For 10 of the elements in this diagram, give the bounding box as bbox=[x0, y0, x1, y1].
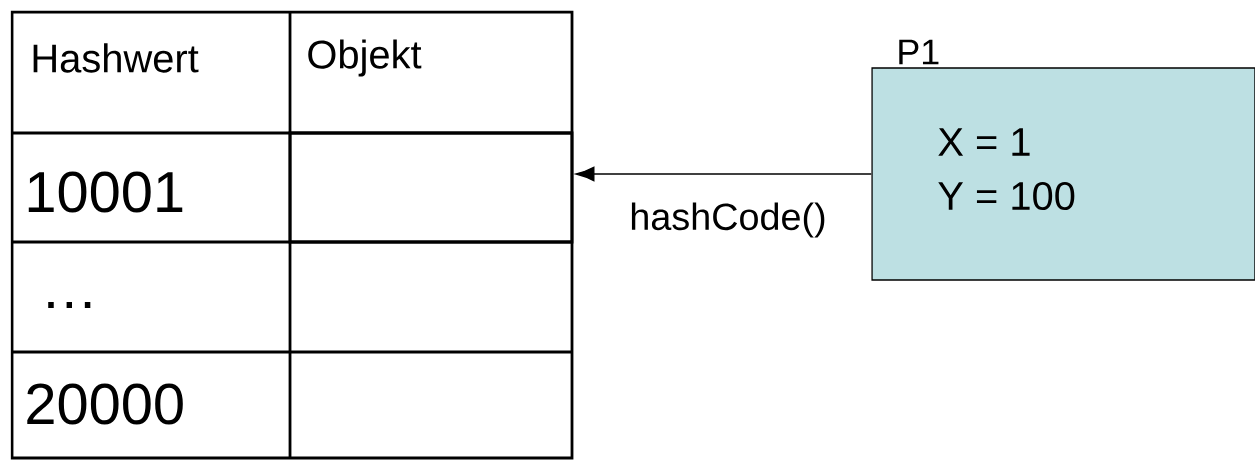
node-label: P1 bbox=[899, 39, 939, 65]
table-cell bbox=[288, 131, 574, 244]
edge-label: hashCode() bbox=[631, 202, 825, 238]
ellipsis: … bbox=[48, 301, 91, 309]
hash-value: 20000 bbox=[27, 383, 183, 425]
arrow bbox=[575, 166, 872, 182]
object-box: P1 X = 1 Y = 100 bbox=[871, 39, 1255, 281]
table-header: Hashwert bbox=[33, 43, 199, 73]
hash-value: 10001 bbox=[28, 171, 183, 213]
table-header: Objekt bbox=[308, 39, 422, 77]
